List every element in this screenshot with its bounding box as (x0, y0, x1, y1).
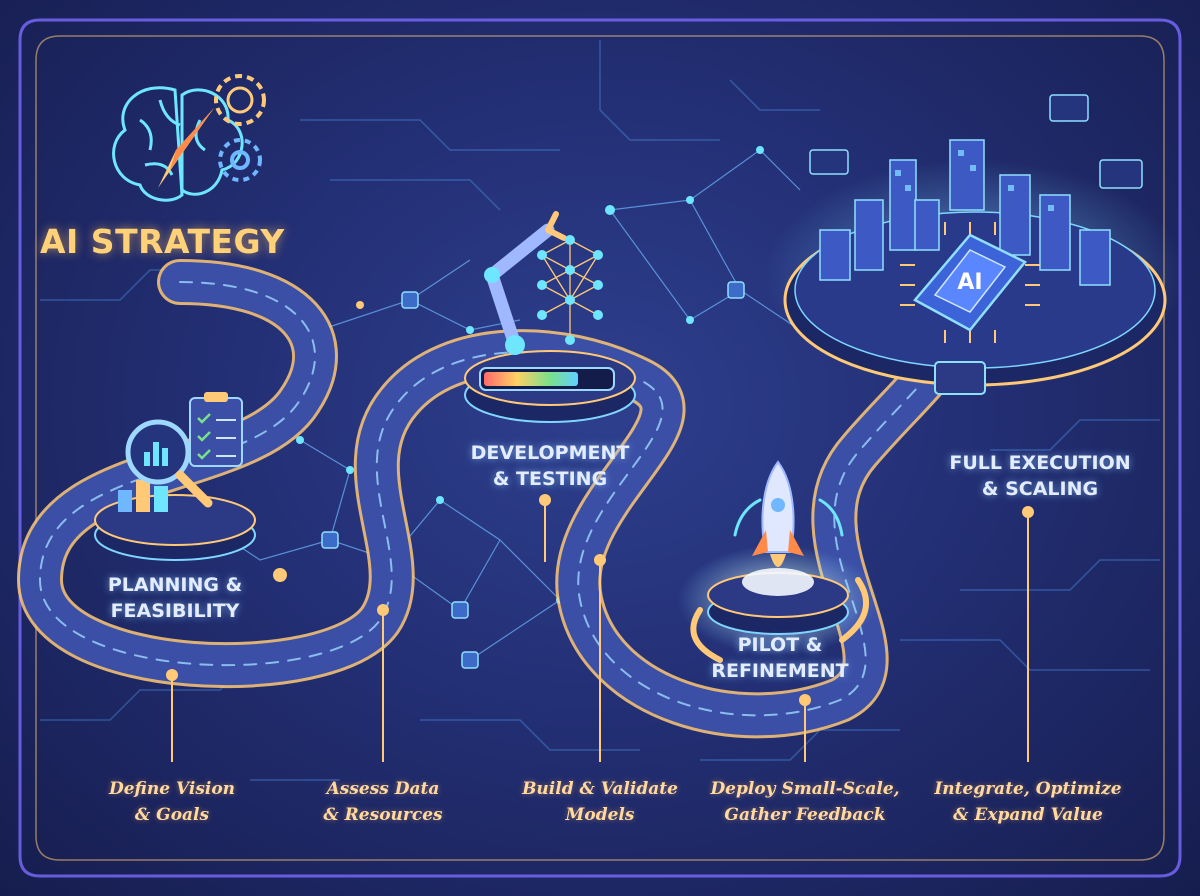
clipboard-icon (189, 392, 243, 467)
refresh-arrows-icon (690, 498, 869, 663)
gear-icon (214, 74, 266, 182)
stage-label-planning: PLANNING & FEASIBILITY (107, 574, 243, 622)
connector-dots (166, 494, 1034, 706)
chip-label: AI (957, 270, 982, 295)
brain-icon (112, 86, 244, 202)
step-label-integrate-optimize: Integrate, Optimize & Expand Value (934, 779, 1122, 825)
step-label-deploy-pilot: Deploy Small-Scale, Gather Feedback (710, 779, 900, 825)
pilot-platform (678, 545, 878, 655)
step-label-define-vision: Define Vision & Goals (108, 779, 236, 825)
step-connectors (171, 500, 1029, 762)
planning-platform (94, 480, 256, 561)
stage-label-pilot: PILOT & REFINEMENT (711, 634, 849, 682)
magnifier-icon (125, 419, 213, 508)
step-label-build-validate: Build & Validate Models (522, 779, 678, 825)
stage-label-execution: FULL EXECUTION & SCALING (949, 452, 1131, 500)
circuit-traces (40, 40, 1160, 781)
robot-arm-icon (484, 211, 567, 355)
page-title: AI STRATEGY (40, 222, 285, 261)
compass-icon (158, 86, 254, 188)
ai-chip-icon: AI (900, 222, 1040, 395)
rocket-icon (752, 460, 804, 567)
step-label-assess-data: Assess Data & Resources (323, 779, 443, 825)
outer-frame (18, 18, 1182, 878)
progress-bar-icon (479, 367, 615, 391)
stage-label-development: DEVELOPMENT & TESTING (470, 442, 630, 490)
neural-network-icon (537, 235, 603, 345)
